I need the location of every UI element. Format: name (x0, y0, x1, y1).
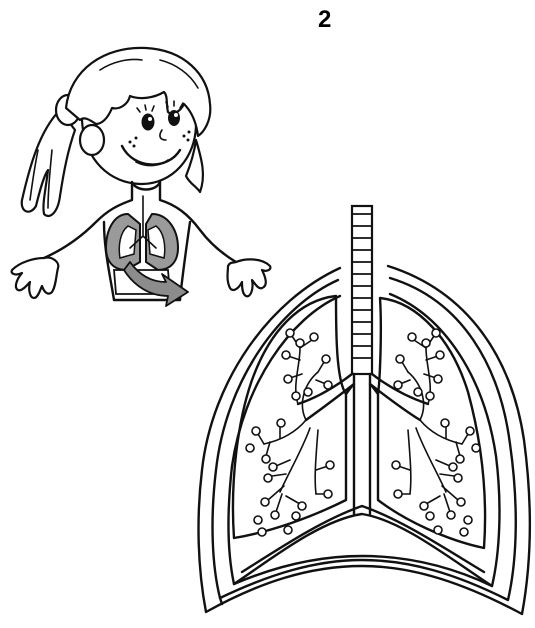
right-alveoli (392, 329, 480, 536)
girl-breathing-icon (12, 48, 271, 306)
right-hand (228, 259, 271, 296)
ear (80, 125, 104, 155)
left-hand (12, 258, 59, 298)
trachea (352, 206, 372, 374)
